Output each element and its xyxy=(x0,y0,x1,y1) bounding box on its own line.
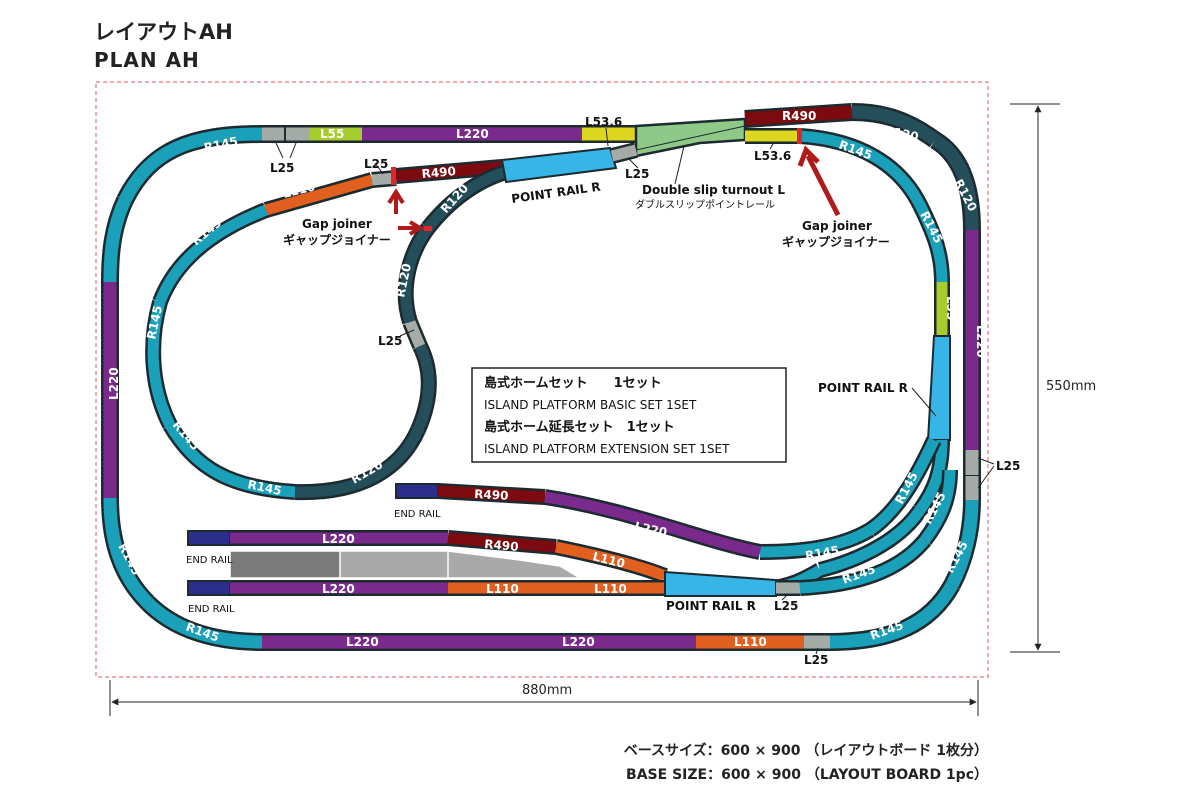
svg-text:POINT RAIL R: POINT RAIL R xyxy=(666,599,756,613)
point-rail-bottom xyxy=(664,570,777,597)
svg-text:END RAIL: END RAIL xyxy=(394,509,441,520)
layout-title-jp: レイアウトAH xyxy=(94,20,233,44)
svg-text:L25: L25 xyxy=(270,161,294,175)
svg-text:ギャップジョイナー: ギャップジョイナー xyxy=(782,234,890,249)
svg-text:L25: L25 xyxy=(804,653,828,667)
svg-text:L110: L110 xyxy=(591,549,626,570)
svg-text:L220: L220 xyxy=(322,582,355,596)
svg-text:R490: R490 xyxy=(782,109,816,123)
siding-2 xyxy=(187,530,668,584)
svg-text:L220: L220 xyxy=(322,532,355,546)
svg-text:島式ホームセット 1セット: 島式ホームセット 1セット xyxy=(484,375,662,391)
gap-arrow-up xyxy=(387,188,405,214)
svg-text:L110: L110 xyxy=(734,635,767,649)
svg-text:R120: R120 xyxy=(883,123,919,144)
svg-text:L25: L25 xyxy=(378,334,402,348)
svg-text:POINT RAIL R: POINT RAIL R xyxy=(510,180,601,206)
point-rail-right xyxy=(926,335,951,441)
svg-text:R145: R145 xyxy=(203,134,239,155)
dimension-lines: 550mm 880mm xyxy=(109,103,1096,716)
gap-arrow-right xyxy=(398,220,424,236)
svg-text:R145: R145 xyxy=(144,304,165,340)
svg-text:L53.6: L53.6 xyxy=(754,149,791,163)
svg-text:R120: R120 xyxy=(403,382,423,418)
svg-text:Gap joiner: Gap joiner xyxy=(302,217,372,231)
svg-text:R490: R490 xyxy=(484,537,519,554)
svg-text:L220: L220 xyxy=(562,635,595,649)
svg-text:L220: L220 xyxy=(107,367,121,400)
svg-text:ダブルスリップポイントレール: ダブルスリップポイントレール xyxy=(635,198,775,211)
svg-text:L55: L55 xyxy=(320,127,344,141)
svg-text:L110: L110 xyxy=(486,582,519,596)
svg-text:ISLAND PLATFORM BASIC SET: ISLAND PLATFORM BASIC SET 1SET xyxy=(484,398,697,412)
svg-text:ギャップジョイナー: ギャップジョイナー xyxy=(283,232,391,247)
svg-text:Gap joiner: Gap joiner xyxy=(802,219,872,233)
svg-text:L25: L25 xyxy=(625,167,649,181)
width-dimension: 880mm xyxy=(522,683,572,698)
siding-1 xyxy=(395,483,762,560)
svg-text:ISLAND PLATFORM EXTENSION S: ISLAND PLATFORM EXTENSION SET 1SET xyxy=(484,442,730,456)
siding-3 xyxy=(187,580,665,596)
inner-loop xyxy=(145,159,509,501)
inner-right-loop xyxy=(745,128,950,336)
base-size-en: BASE SIZE：600 × 900 （LAYOUT BOARD 1pc） xyxy=(626,767,988,783)
svg-text:L220: L220 xyxy=(974,325,988,358)
point-rail-top xyxy=(500,146,618,184)
svg-text:R490: R490 xyxy=(474,487,509,503)
svg-text:L25: L25 xyxy=(996,459,1020,473)
layout-title-en: PLAN AH xyxy=(94,48,200,72)
svg-text:Double slip turnout L: Double slip turnout L xyxy=(642,183,785,197)
svg-text:L220: L220 xyxy=(633,519,668,539)
base-board-border xyxy=(95,81,989,678)
svg-text:END RAIL: END RAIL xyxy=(188,604,235,615)
svg-text:L110: L110 xyxy=(594,582,627,596)
svg-text:L220: L220 xyxy=(456,127,489,141)
platform-info-box: 島式ホームセット 1セット ISLAND PLATFORM BASIC SET … xyxy=(471,367,787,463)
svg-text:R145: R145 xyxy=(804,543,840,563)
svg-text:R490: R490 xyxy=(421,164,456,181)
svg-text:POINT RAIL R: POINT RAIL R xyxy=(818,381,908,395)
svg-text:L220: L220 xyxy=(346,635,379,649)
height-dimension: 550mm xyxy=(1046,379,1096,394)
svg-text:島式ホーム延長セット 1セット: 島式ホーム延長セット 1セット xyxy=(484,419,675,435)
svg-text:L55: L55 xyxy=(944,296,958,320)
svg-text:R145: R145 xyxy=(246,477,282,498)
gap-arrow-diagonal xyxy=(797,145,841,217)
svg-text:L53.6: L53.6 xyxy=(585,115,622,129)
svg-text:END RAIL: END RAIL xyxy=(186,555,233,566)
base-size-jp: ベースサイズ：600 × 900 （レイアウトボード 1枚分） xyxy=(623,743,988,759)
svg-text:R120: R120 xyxy=(393,262,414,298)
outer-loop xyxy=(101,103,981,651)
svg-text:L25: L25 xyxy=(774,599,798,613)
